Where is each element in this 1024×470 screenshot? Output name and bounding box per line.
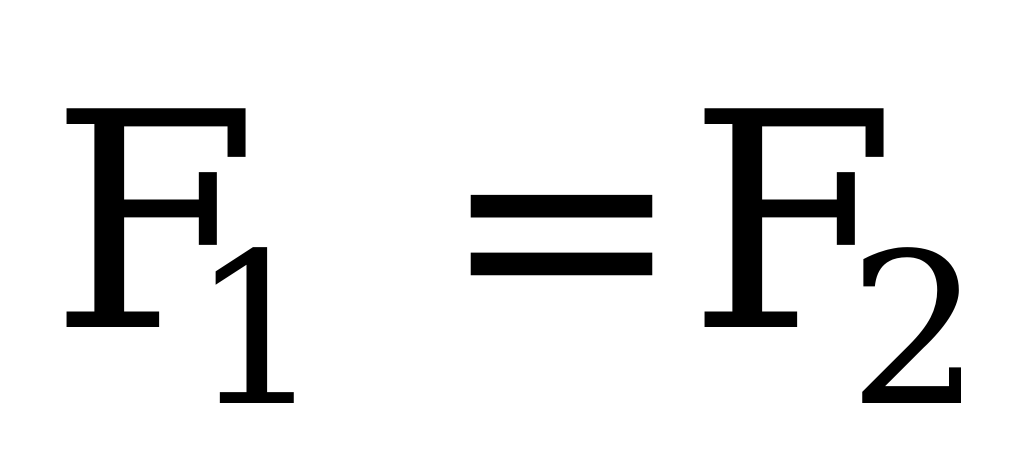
left-subscript: 1: [190, 208, 324, 453]
right-symbol: F: [688, 49, 897, 398]
equals-operator: =: [440, 58, 683, 395]
right-subscript: 2: [848, 208, 982, 453]
left-symbol: F: [50, 49, 259, 398]
